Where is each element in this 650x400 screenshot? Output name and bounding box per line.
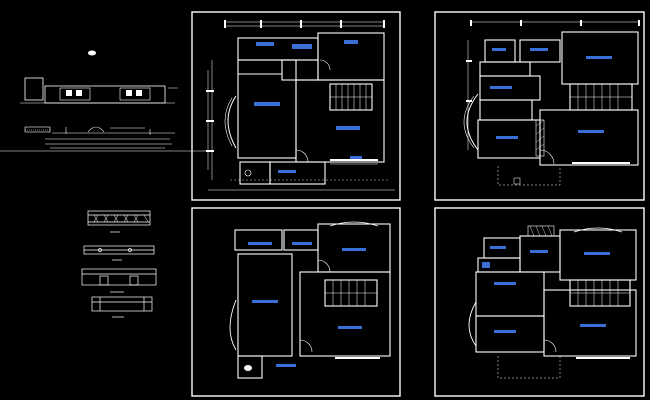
room-tag <box>496 136 518 139</box>
room-tag <box>494 282 516 285</box>
room-tag <box>278 170 296 173</box>
room-tag <box>336 126 360 130</box>
railing-detail <box>87 210 151 233</box>
elevation-detail-group <box>0 50 214 152</box>
wall-section-detail <box>83 245 155 261</box>
room-tag <box>578 130 604 133</box>
room-tag <box>248 242 272 245</box>
room-tag <box>350 156 362 159</box>
elevation-box-left <box>24 77 44 101</box>
floor-plan-bottom-right <box>468 225 637 379</box>
room-tag <box>338 326 362 329</box>
lintel-detail <box>81 268 157 293</box>
plinth-detail <box>91 296 153 318</box>
room-tag <box>490 86 512 89</box>
room-tag <box>494 330 516 333</box>
room-label-tags <box>248 40 612 367</box>
room-tag <box>344 40 358 44</box>
sheet-frame-bottom-right <box>434 207 645 397</box>
front-elevation <box>44 85 166 104</box>
room-tag <box>342 248 366 251</box>
room-tag <box>586 56 612 59</box>
room-tag <box>530 48 548 51</box>
room-tag <box>490 246 506 249</box>
room-tag <box>584 252 610 255</box>
room-tag <box>254 102 280 106</box>
room-tag <box>530 250 548 253</box>
sheet-frame-top-right <box>434 11 645 201</box>
room-tag <box>292 44 312 49</box>
floor-plan-bottom-left <box>229 221 391 379</box>
room-tag <box>580 324 606 327</box>
dimension-ticks <box>206 20 640 152</box>
room-tag <box>256 42 274 46</box>
floor-plan-top-right <box>463 21 640 186</box>
sheet-frame-top-left <box>191 11 401 201</box>
sheet-frame-bottom-left <box>191 207 401 397</box>
room-tag <box>292 242 312 245</box>
room-tag <box>252 300 278 303</box>
floor-plan-top-left <box>207 21 395 191</box>
north-marker <box>88 50 96 56</box>
room-tag <box>492 48 506 51</box>
section-detail <box>24 126 175 149</box>
room-tag <box>276 364 296 367</box>
room-tag <box>482 262 490 268</box>
